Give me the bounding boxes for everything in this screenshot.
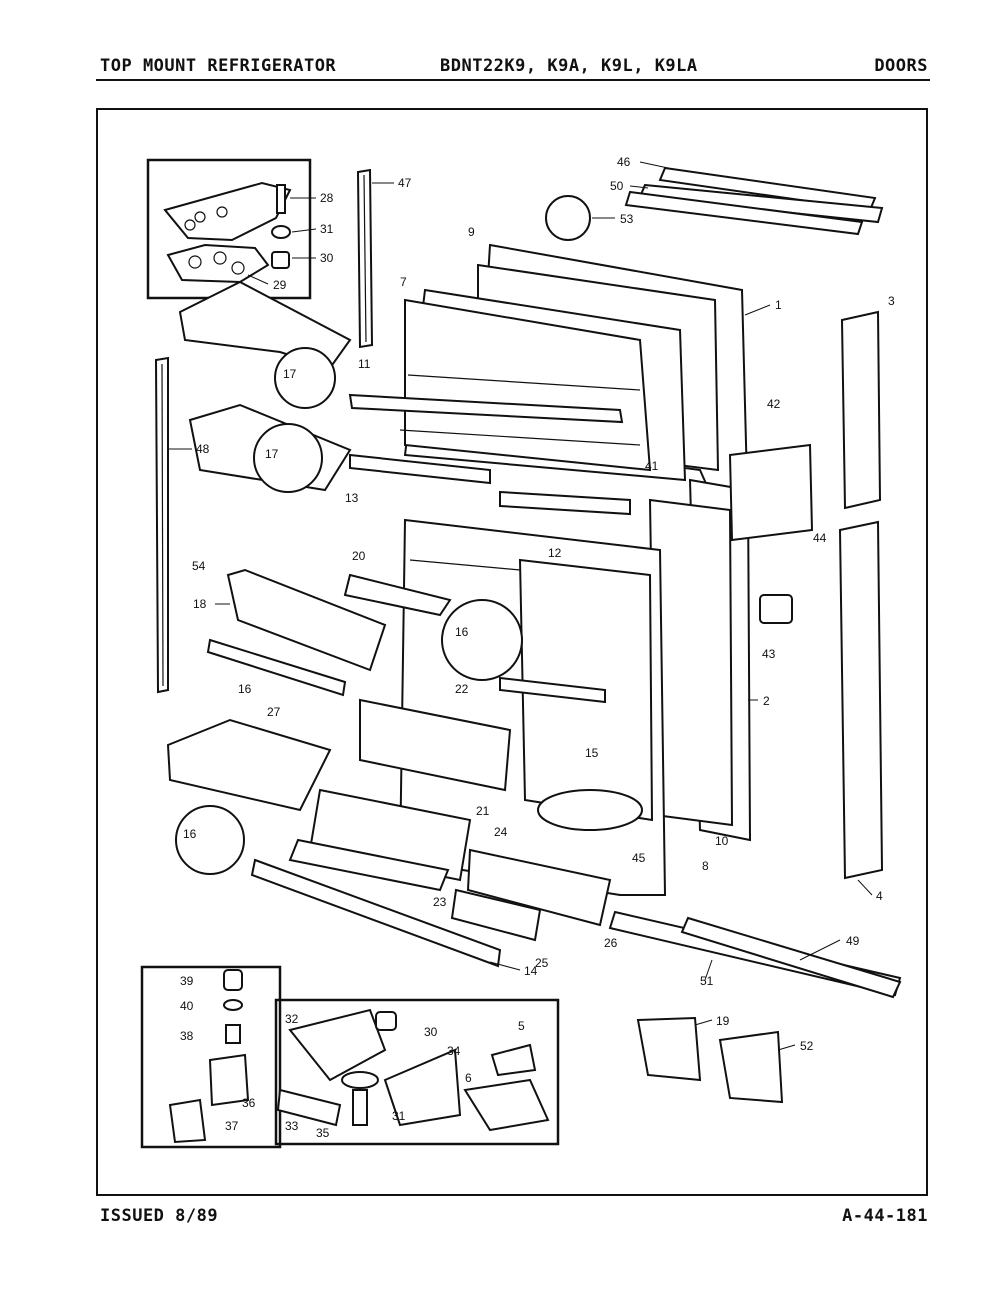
callout-15: 15 bbox=[585, 746, 599, 760]
bottom-hinge-parts bbox=[168, 969, 784, 1144]
callout-21: 21 bbox=[476, 804, 490, 818]
bottom-brackets bbox=[608, 910, 902, 999]
callout-24: 24 bbox=[494, 825, 508, 839]
hinge-inset-bottom-left bbox=[140, 965, 282, 1149]
callout-16a: 16 bbox=[455, 625, 469, 639]
door-trim-strips bbox=[154, 168, 374, 694]
callout-37: 37 bbox=[225, 1119, 239, 1133]
callout-30b: 30 bbox=[424, 1025, 438, 1039]
callout-3: 3 bbox=[888, 294, 895, 308]
callout-47: 47 bbox=[398, 176, 412, 190]
callout-16b: 16 bbox=[238, 682, 252, 696]
callout-40: 40 bbox=[180, 999, 194, 1013]
callout-52: 52 bbox=[800, 1039, 814, 1053]
callout-labels: 1 2 3 4 5 6 7 8 9 10 11 12 13 14 15 16 1… bbox=[180, 155, 895, 1140]
diagram-title: TOP MOUNT REFRIGERATOR bbox=[100, 56, 337, 76]
callout-44: 44 bbox=[813, 531, 827, 545]
callout-53: 53 bbox=[620, 212, 634, 226]
callout-31a: 31 bbox=[320, 222, 334, 236]
callout-30a: 30 bbox=[320, 251, 334, 265]
freezer-door bbox=[348, 243, 750, 522]
callout-32: 32 bbox=[285, 1012, 299, 1026]
callout-45: 45 bbox=[632, 851, 646, 865]
callout-6: 6 bbox=[465, 1071, 472, 1085]
callout-34: 34 bbox=[447, 1044, 461, 1058]
callout-12: 12 bbox=[548, 546, 562, 560]
callout-31b: 31 bbox=[392, 1109, 406, 1123]
callout-7: 7 bbox=[400, 275, 407, 289]
callout-28: 28 bbox=[320, 191, 334, 205]
callout-43: 43 bbox=[762, 647, 776, 661]
issue-date: ISSUED 8/89 bbox=[100, 1206, 219, 1226]
callout-27: 27 bbox=[267, 705, 281, 719]
callout-38: 38 bbox=[180, 1029, 194, 1043]
callout-16c: 16 bbox=[183, 827, 197, 841]
section-name: DOORS bbox=[874, 56, 928, 76]
callout-36: 36 bbox=[242, 1096, 256, 1110]
callout-23: 23 bbox=[433, 895, 447, 909]
callout-35: 35 bbox=[316, 1126, 330, 1140]
callout-41: 41 bbox=[645, 459, 659, 473]
callout-22: 22 bbox=[455, 682, 469, 696]
callout-17b: 17 bbox=[265, 447, 279, 461]
diagram-frame bbox=[96, 108, 928, 1196]
callout-49: 49 bbox=[846, 934, 860, 948]
callout-50: 50 bbox=[610, 179, 624, 193]
callout-9: 9 bbox=[468, 225, 475, 239]
callout-1: 1 bbox=[775, 298, 782, 312]
callout-25: 25 bbox=[535, 956, 549, 970]
callout-14: 14 bbox=[524, 964, 538, 978]
callout-17a: 17 bbox=[283, 367, 297, 381]
header-rule bbox=[96, 79, 930, 81]
hinge-inset-bottom-right bbox=[274, 998, 560, 1146]
top-hinge-parts bbox=[163, 181, 292, 284]
callout-33: 33 bbox=[285, 1119, 299, 1133]
side-panels bbox=[728, 310, 884, 880]
callout-26: 26 bbox=[604, 936, 618, 950]
callout-42: 42 bbox=[767, 397, 781, 411]
callout-19: 19 bbox=[716, 1014, 730, 1028]
callout-11: 11 bbox=[358, 357, 371, 371]
leader-lines bbox=[168, 161, 873, 1051]
callout-13: 13 bbox=[345, 491, 359, 505]
top-brackets bbox=[545, 166, 884, 241]
callout-5: 5 bbox=[518, 1019, 525, 1033]
callout-18: 18 bbox=[193, 597, 207, 611]
callout-2: 2 bbox=[763, 694, 770, 708]
callout-10: 10 bbox=[715, 834, 729, 848]
document-number: A-44-181 bbox=[842, 1206, 928, 1226]
callout-4: 4 bbox=[876, 889, 883, 903]
callout-29: 29 bbox=[273, 278, 287, 292]
callout-54: 54 bbox=[192, 559, 206, 573]
callout-51: 51 bbox=[700, 974, 714, 988]
callout-8: 8 bbox=[702, 859, 709, 873]
callout-39: 39 bbox=[180, 974, 194, 988]
shelves-and-bins bbox=[166, 280, 612, 968]
model-numbers: BDNT22K9, K9A, K9L, K9LA bbox=[440, 56, 698, 76]
callout-20: 20 bbox=[352, 549, 366, 563]
callout-46: 46 bbox=[617, 155, 631, 169]
callout-48: 48 bbox=[196, 442, 210, 456]
